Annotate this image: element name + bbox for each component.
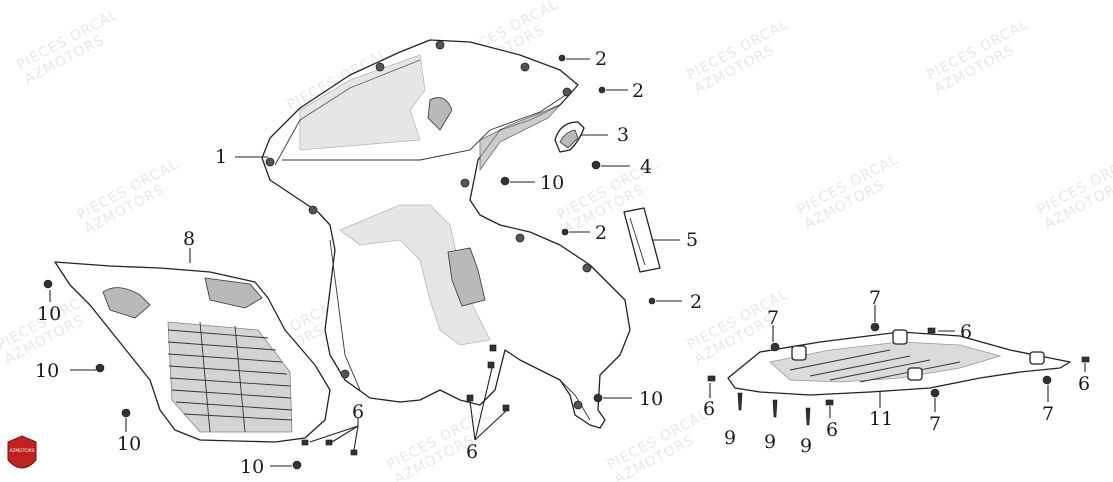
- leader-lines: [49, 58, 1086, 467]
- callout-7: 7: [767, 307, 779, 329]
- callout-10: 10: [540, 172, 564, 194]
- callout-10: 10: [639, 388, 663, 410]
- part-5-bracket: [623, 207, 661, 273]
- callout-9: 9: [724, 427, 736, 449]
- callout-9: 9: [800, 435, 812, 457]
- callout-5: 5: [686, 229, 698, 251]
- callout-6: 6: [703, 398, 715, 420]
- callout-7: 7: [929, 413, 941, 435]
- callout-10: 10: [117, 433, 141, 455]
- callout-7: 7: [869, 287, 881, 309]
- part-11-under-tray: [727, 329, 1071, 396]
- callout-10: 10: [37, 303, 61, 325]
- part-1-inner-panel: [261, 39, 631, 429]
- part-3-clip: [554, 121, 585, 153]
- grille: [167, 321, 293, 433]
- callout-3: 3: [617, 124, 629, 146]
- callout-2: 2: [632, 80, 644, 102]
- callout-9: 9: [764, 431, 776, 453]
- azmotors-logo: AZMOTORS: [7, 435, 37, 469]
- callout-1: 1: [215, 146, 227, 168]
- callout-6: 6: [352, 401, 364, 423]
- callout-7: 7: [1042, 403, 1054, 425]
- callout-10: 10: [240, 456, 264, 478]
- callout-2: 2: [595, 222, 607, 244]
- fasteners: [43, 54, 1090, 470]
- callout-4: 4: [640, 156, 652, 178]
- part-8-side-cover: [54, 261, 331, 443]
- callout-6: 6: [466, 441, 478, 463]
- callout-10: 10: [35, 360, 59, 382]
- callout-2: 2: [690, 291, 702, 313]
- callout-2: 2: [595, 48, 607, 70]
- callout-6: 6: [1078, 373, 1090, 395]
- callout-8: 8: [183, 228, 195, 250]
- callout-11: 11: [869, 408, 893, 430]
- callout-6: 6: [960, 321, 972, 343]
- svg-text:AZMOTORS: AZMOTORS: [9, 448, 34, 454]
- callouts: 1 2 2 3 4 10 2 5 2 10 8 10 10 10 10 6 6 …: [35, 48, 1090, 478]
- callout-6: 6: [826, 419, 838, 441]
